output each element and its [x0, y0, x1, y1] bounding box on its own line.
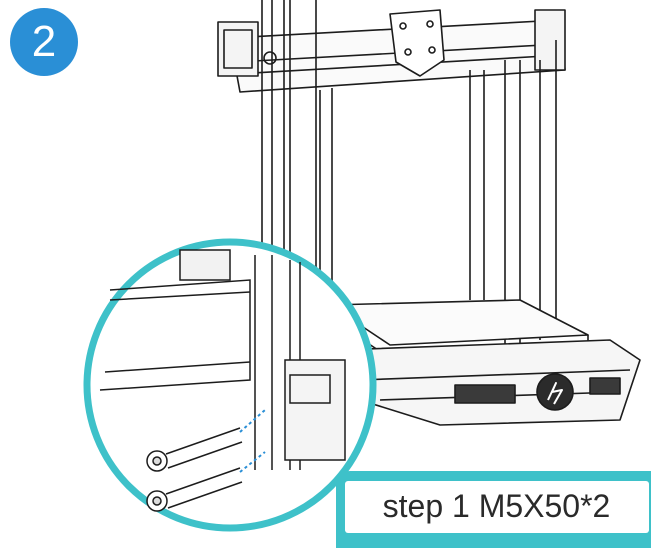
x-axis-gantry — [217, 9, 566, 93]
step-number-badge: 2 — [10, 8, 78, 76]
screw-icon — [146, 427, 243, 512]
caption-tab: step 1 M5X50*2 — [336, 471, 651, 548]
print-bed — [329, 299, 641, 426]
zoom-detail-circle — [83, 238, 377, 532]
step-caption: step 1 M5X50*2 — [344, 480, 649, 533]
